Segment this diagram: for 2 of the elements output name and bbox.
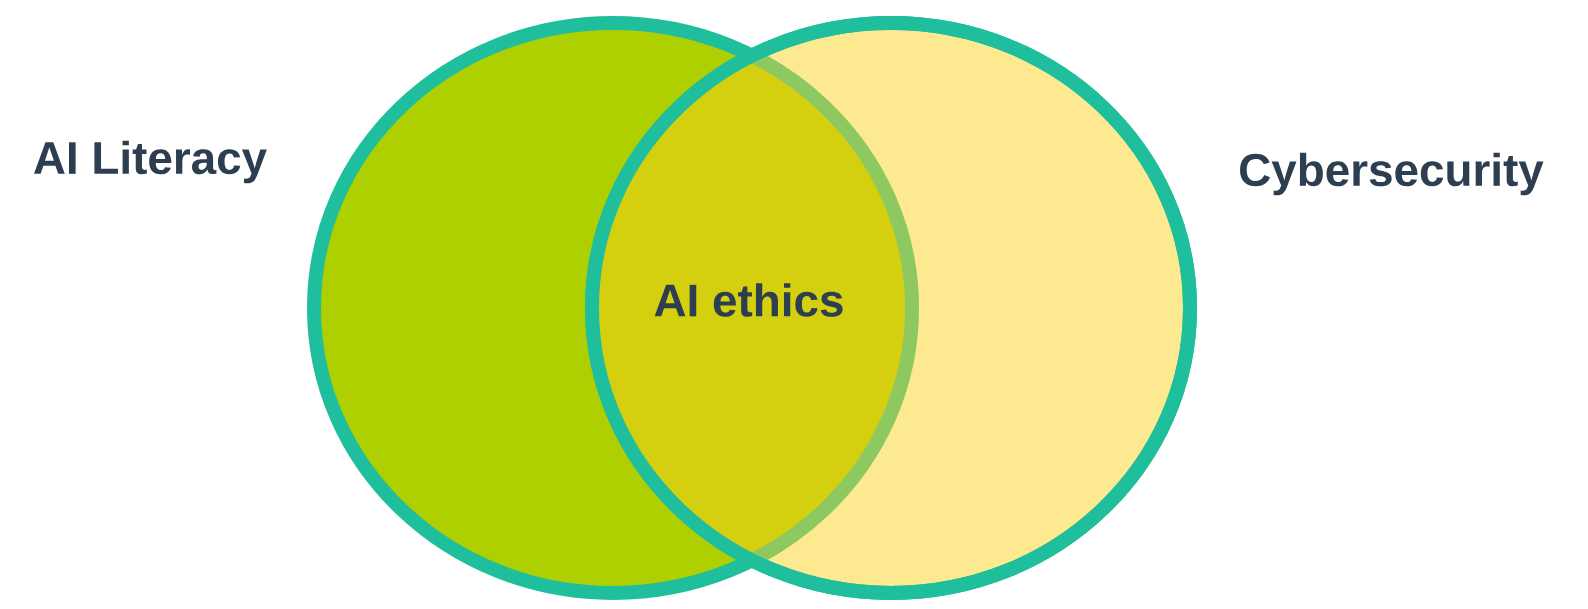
circle-label: AI Literacy: [34, 140, 267, 184]
circle-label: Cybersecurity: [1240, 152, 1544, 196]
